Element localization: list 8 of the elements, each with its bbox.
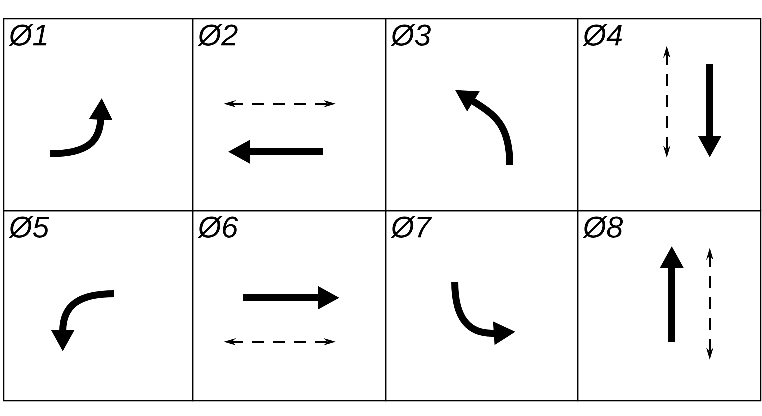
phase-cell: Ø7: [385, 210, 579, 402]
phase-cell: Ø6: [192, 210, 387, 402]
phase-cell: Ø8: [577, 210, 762, 402]
phase-cell: Ø4: [577, 18, 762, 212]
phase-cell: Ø1: [3, 18, 194, 212]
phase-cell: Ø3: [385, 18, 579, 212]
phase-cell: Ø5: [3, 210, 194, 402]
phase-cell: Ø2: [192, 18, 387, 212]
